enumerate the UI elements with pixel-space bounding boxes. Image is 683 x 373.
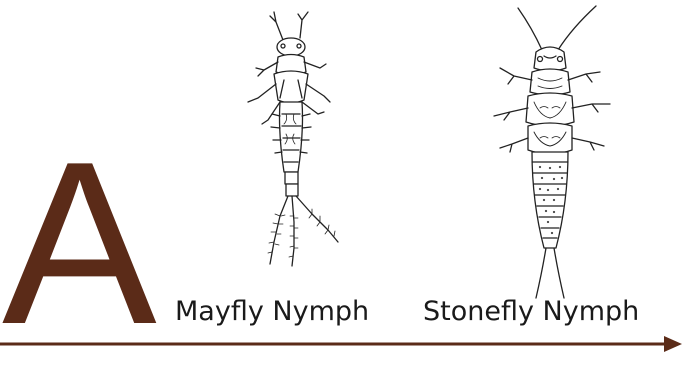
mayfly-nymph-label: Mayfly Nymph [175, 298, 369, 325]
panel-letter: A [2, 128, 153, 360]
stonefly-nymph-label: Stonefly Nymph [423, 298, 639, 325]
stonefly-nymph-illustration [488, 2, 618, 300]
arrow-right-icon [0, 334, 683, 354]
mayfly-nymph-illustration [228, 2, 378, 270]
